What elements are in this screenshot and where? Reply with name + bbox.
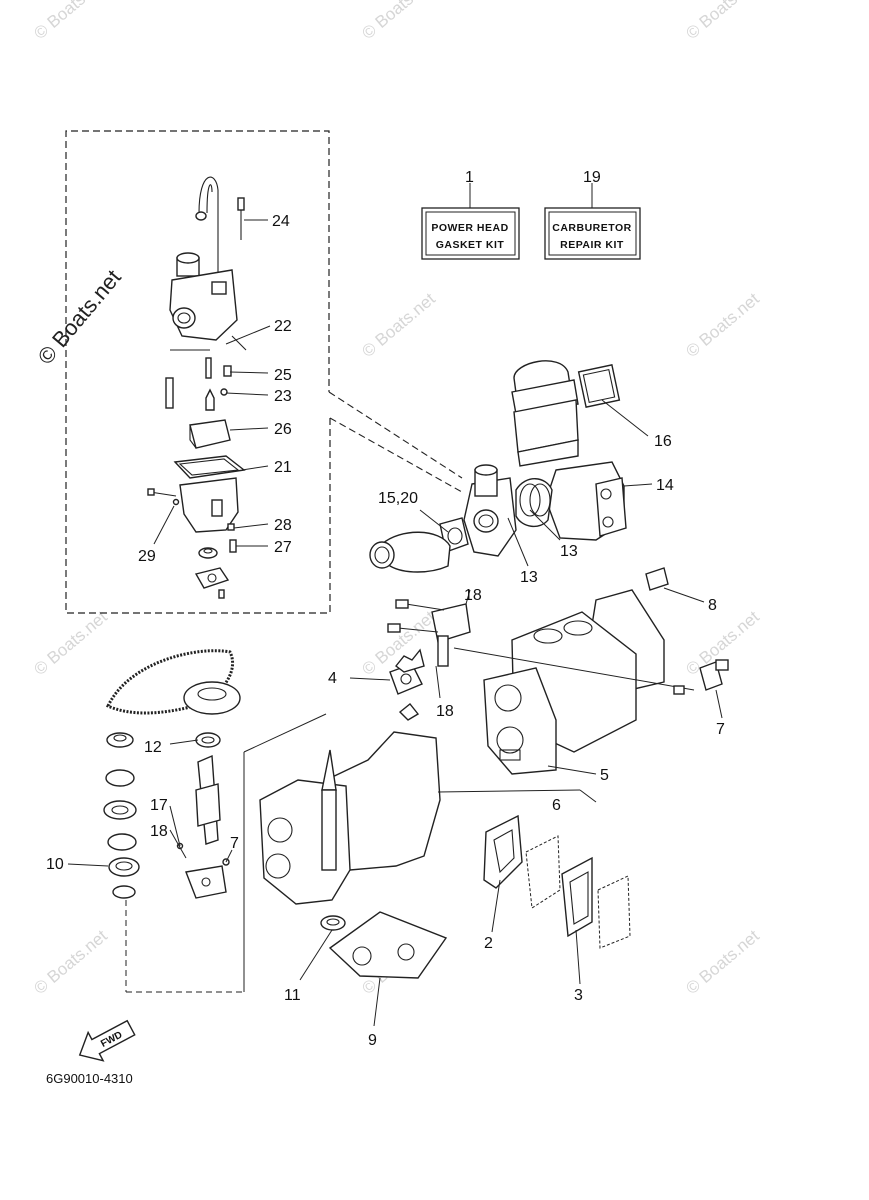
- callout-12: 12: [144, 739, 162, 756]
- carburetor-detail-frame: [65, 130, 463, 614]
- watermark: © Boats.net: [358, 0, 439, 43]
- watermark-dark: © Boats.net: [33, 265, 126, 369]
- callout-3: 3: [574, 987, 583, 1004]
- starter-assembly: [103, 649, 241, 899]
- carburetor-repair-kit[interactable]: CARBURETOR REPAIR KIT: [544, 207, 641, 260]
- callout-19: 19: [583, 169, 601, 186]
- callout-22: 22: [274, 318, 292, 335]
- callout-7: 7: [230, 835, 239, 852]
- callout-14: 14: [656, 477, 674, 494]
- callout-23: 23: [274, 388, 292, 405]
- callout-18: 18: [150, 823, 168, 840]
- callout-18: 18: [464, 587, 482, 604]
- diagram-code: 6G90010-4310: [46, 1071, 133, 1086]
- callout-16: 16: [654, 433, 672, 450]
- gasket-set: [320, 814, 631, 979]
- carburetor-assembly: [147, 176, 247, 599]
- callout-13: 13: [560, 543, 578, 560]
- callout-25: 25: [274, 367, 292, 384]
- power-head-gasket-kit[interactable]: POWER HEAD GASKET KIT: [421, 207, 520, 260]
- callout-7: 7: [716, 721, 725, 738]
- callout-27: 27: [274, 539, 292, 556]
- watermark: © Boats.net: [30, 0, 111, 43]
- callouts: 1 19 24 22 25 23 26 21 28 27 29 16 14 15…: [46, 169, 725, 1049]
- watermark: © Boats.net: [358, 289, 439, 361]
- forward-direction-arrow: FWD: [78, 1019, 136, 1062]
- kit-label-line2: REPAIR KIT: [560, 239, 624, 251]
- callout-29: 29: [138, 548, 156, 565]
- watermark: © Boats.net: [682, 926, 763, 998]
- callout-26: 26: [274, 421, 292, 438]
- callout-9: 9: [368, 1032, 377, 1049]
- callout-1: 1: [465, 169, 474, 186]
- callout-13: 13: [520, 569, 538, 586]
- watermark: © Boats.net: [30, 926, 111, 998]
- intake-assembly: [369, 360, 627, 573]
- kit-label-line1: POWER HEAD: [431, 222, 508, 234]
- callout-21: 21: [274, 459, 292, 476]
- watermark: © Boats.net: [682, 289, 763, 361]
- callout-18: 18: [436, 703, 454, 720]
- callout-15-20: 15,20: [378, 490, 418, 507]
- callout-11: 11: [284, 987, 301, 1004]
- leader-lines: [67, 183, 723, 1027]
- crankcase-assembly: [125, 713, 581, 993]
- kit-label-line1: CARBURETOR: [552, 222, 631, 234]
- callout-5: 5: [600, 767, 609, 784]
- callout-17: 17: [150, 797, 168, 814]
- callout-6: 6: [552, 797, 561, 814]
- cylinder-head-assembly: [387, 567, 729, 775]
- callout-24: 24: [272, 213, 290, 230]
- kit-label-line2: GASKET KIT: [436, 239, 505, 251]
- callout-2: 2: [484, 935, 493, 952]
- callout-28: 28: [274, 517, 292, 534]
- watermark: © Boats.net: [682, 0, 763, 43]
- watermark: © Boats.net: [30, 607, 111, 679]
- callout-10: 10: [46, 856, 64, 873]
- callout-4: 4: [328, 670, 337, 687]
- callout-8: 8: [708, 597, 717, 614]
